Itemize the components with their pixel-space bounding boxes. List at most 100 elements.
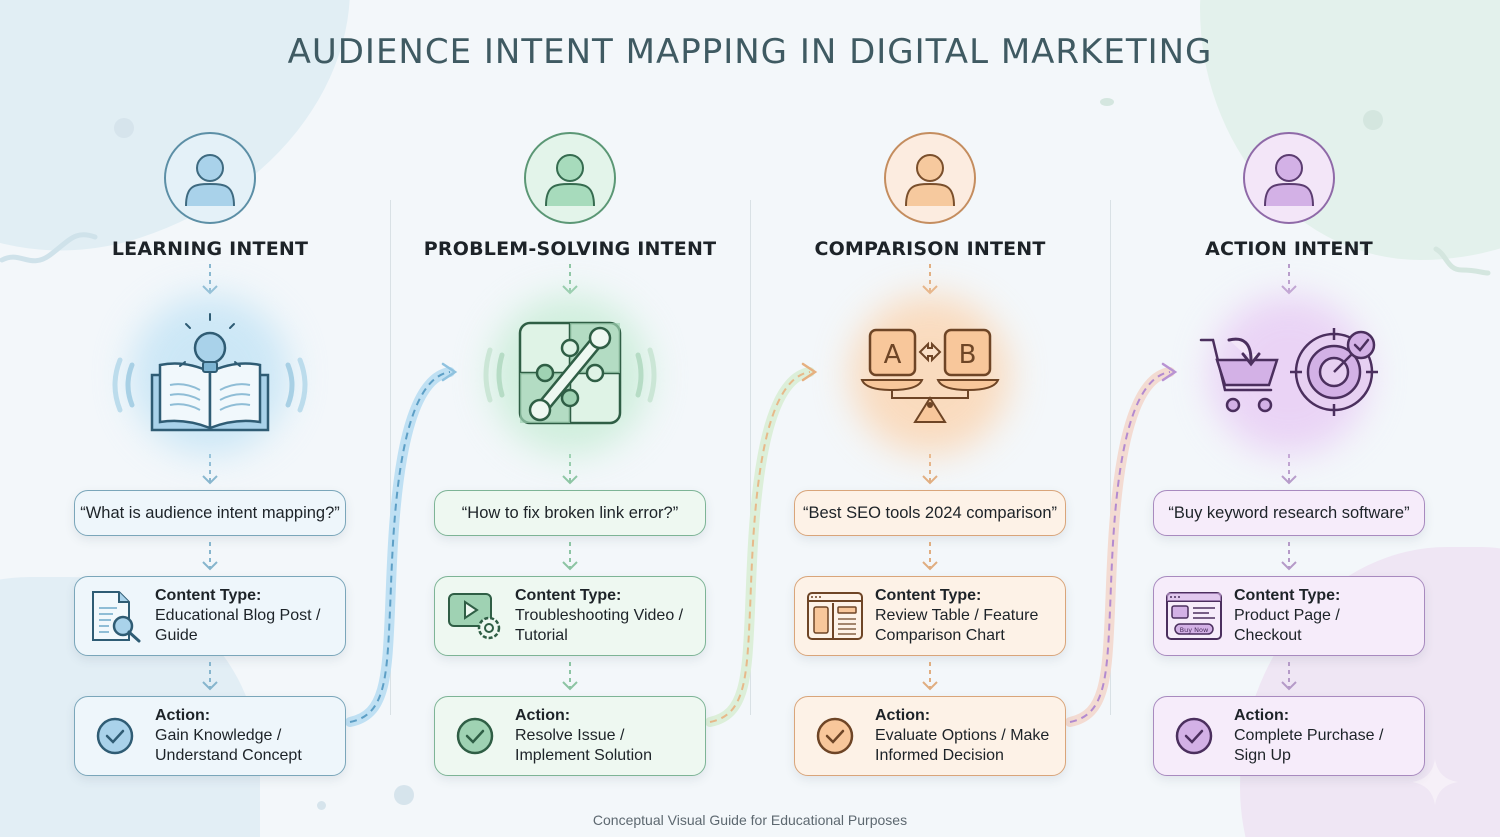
action-value: Sign Up — [1234, 747, 1291, 764]
content-type-value: Educational Blog Post / — [155, 607, 321, 624]
intent-column-learning: LEARNING INTENT “What is audience intent… — [74, 132, 346, 776]
content-type-value: Tutorial — [515, 627, 568, 644]
search-query-box: “What is audience intent mapping?” — [74, 490, 346, 536]
illustration-comparison: A B — [830, 295, 1030, 455]
intent-heading: ACTION INTENT — [1205, 238, 1373, 260]
content-type-card: Content Type: Troubleshooting Video / Tuto… — [434, 576, 706, 656]
action-value: Evaluate Options / Make — [875, 727, 1050, 744]
intent-heading: COMPARISON INTENT — [814, 238, 1046, 260]
column-divider — [1110, 200, 1111, 715]
user-icon — [545, 154, 595, 207]
action-value: Resolve Issue / — [515, 727, 625, 744]
footer-caption: Conceptual Visual Guide for Educational … — [592, 812, 908, 828]
svg-text:A: A — [884, 340, 902, 370]
product-page-icon: Buy Now — [1166, 592, 1222, 640]
arrow-down-icon — [1279, 260, 1299, 300]
user-icon — [1264, 154, 1314, 207]
video-gear-icon — [448, 593, 501, 640]
action-card: Action: Gain Knowledge / Understand Concep… — [74, 696, 346, 776]
sparkle-icon — [1412, 759, 1458, 805]
decorative-dot — [114, 118, 134, 138]
intent-heading: PROBLEM-SOLVING INTENT — [423, 238, 717, 260]
search-query-box: “How to fix broken link error?” — [434, 490, 706, 536]
user-avatar — [1243, 132, 1335, 224]
content-type-card: Buy Now Content Type: Product Page / Check… — [1153, 576, 1425, 656]
content-type-value: Comparison Chart — [875, 627, 1005, 644]
svg-text:B: B — [959, 340, 977, 370]
action-label: Action: — [1234, 707, 1290, 724]
user-avatar — [164, 132, 256, 224]
action-value: Understand Concept — [155, 747, 302, 764]
content-type-label: Content Type: — [875, 587, 982, 604]
intent-column-problem-solving: PROBLEM-SOLVING INTENT “How to fix broke… — [424, 132, 716, 776]
content-type-value: Review Table / Feature — [875, 607, 1039, 624]
check-circle-icon — [816, 717, 854, 755]
flow-connector-arrow — [705, 362, 818, 727]
content-type-value: Checkout — [1234, 627, 1302, 644]
arrow-down-icon — [200, 656, 220, 696]
search-query-box: “Buy keyword research software” — [1153, 490, 1425, 536]
arrow-down-icon — [920, 536, 940, 576]
arrow-down-icon — [1279, 656, 1299, 696]
arrow-down-icon — [920, 450, 940, 490]
action-value: Implement Solution — [515, 747, 652, 764]
arrow-down-icon — [200, 260, 220, 300]
decorative-dot — [317, 801, 326, 810]
squiggle-decoration — [0, 232, 98, 264]
intent-column-action: ACTION INTENT “Buy keyword research soft… — [1153, 132, 1425, 776]
user-avatar — [524, 132, 616, 224]
user-icon — [185, 154, 235, 207]
action-card: Action: Complete Purchase / Sign Up — [1153, 696, 1425, 776]
arrow-down-icon — [560, 536, 580, 576]
content-type-label: Content Type: — [515, 587, 622, 604]
content-type-value: Product Page / — [1234, 607, 1340, 624]
action-value: Complete Purchase / — [1234, 727, 1384, 744]
intent-column-comparison: COMPARISON INTENT A B “Best SEO tools 20… — [794, 132, 1066, 776]
arrow-down-icon — [920, 260, 940, 300]
content-type-value: Guide — [155, 627, 198, 644]
intent-heading: LEARNING INTENT — [111, 238, 309, 260]
content-type-label: Content Type: — [1234, 587, 1341, 604]
arrow-down-icon — [200, 450, 220, 490]
flow-connector-arrow — [1065, 362, 1178, 727]
action-label: Action: — [155, 707, 211, 724]
arrow-down-icon — [1279, 450, 1299, 490]
arrow-down-icon — [560, 450, 580, 490]
column-divider — [390, 200, 391, 715]
puzzle-wrench-icon — [483, 321, 657, 425]
action-card: Action: Resolve Issue / Implement Solution — [434, 696, 706, 776]
svg-text:Buy Now: Buy Now — [1180, 626, 1209, 634]
page-title: AUDIENCE INTENT MAPPING IN DIGITAL MARKE… — [287, 32, 1213, 72]
check-circle-icon — [456, 717, 494, 755]
decorative-dot — [394, 785, 414, 805]
arrow-down-icon — [560, 260, 580, 300]
cart-target-icon — [1199, 328, 1378, 416]
column-divider — [750, 200, 751, 715]
flow-connector-arrow — [345, 362, 458, 727]
arrow-down-icon — [920, 656, 940, 696]
content-type-value: Troubleshooting Video / — [515, 607, 684, 624]
action-label: Action: — [515, 707, 571, 724]
check-circle-icon — [96, 717, 134, 755]
illustration-action — [1189, 295, 1389, 455]
arrow-down-icon — [1279, 536, 1299, 576]
user-avatar — [884, 132, 976, 224]
ab-scale-icon: A B — [860, 328, 1000, 423]
arrow-down-icon — [560, 656, 580, 696]
action-label: Action: — [875, 707, 931, 724]
action-value: Informed Decision — [875, 747, 1004, 764]
arrow-down-icon — [200, 536, 220, 576]
check-circle-icon — [1175, 717, 1213, 755]
action-value: Gain Knowledge / — [155, 727, 282, 744]
illustration-problem-solving — [470, 295, 670, 455]
user-icon — [905, 154, 955, 207]
decorative-dot — [1363, 110, 1383, 130]
book-lightbulb-icon — [112, 313, 308, 432]
illustration-learning — [110, 295, 310, 455]
search-query-box: “Best SEO tools 2024 comparison” — [794, 490, 1066, 536]
content-type-label: Content Type: — [155, 587, 262, 604]
decorative-dot — [1100, 98, 1114, 106]
content-type-card: Content Type: Educational Blog Post / Guid… — [74, 576, 346, 656]
